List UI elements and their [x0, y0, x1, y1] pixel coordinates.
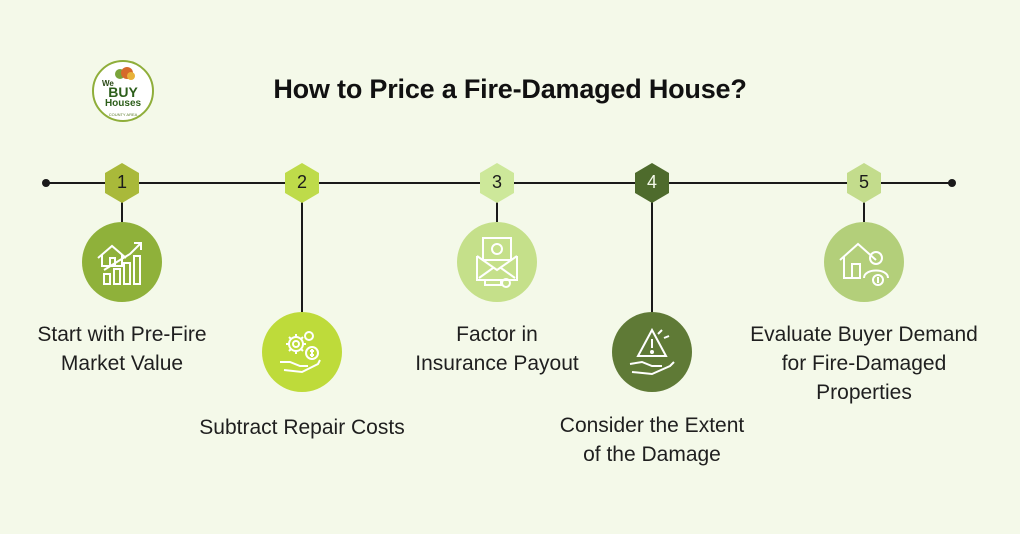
house-growth-chart-icon [97, 242, 142, 285]
timeline-start-dot [42, 179, 50, 187]
gears-money-hand-icon [280, 331, 321, 374]
step-3-circle [457, 222, 537, 302]
company-logo: We BUY Houses COUNTY AREA [92, 60, 154, 122]
step-2-circle [262, 312, 342, 392]
step-4-label-line-2: of the Damage [583, 443, 721, 466]
logo-line-1: We [102, 79, 114, 88]
logo-tagline: COUNTY AREA [108, 112, 138, 117]
step-4-hexagon [635, 163, 669, 203]
step-5-label-line-3: Properties [816, 381, 912, 404]
step-4-number: 4 [646, 172, 657, 192]
warning-hand-icon [629, 327, 675, 376]
money-envelope-icon [476, 237, 518, 288]
step-4-label: Consider the Extent of the Damage [522, 411, 782, 469]
step-5-number: 5 [858, 172, 869, 192]
step-5-label: Evaluate Buyer Demand for Fire-Damaged P… [724, 320, 1004, 407]
step-2-label: Subtract Repair Costs [170, 413, 434, 442]
step-1-hexagon [105, 163, 139, 203]
step-3-label-line-1: Factor in [456, 323, 538, 346]
step-2-hexagon [285, 163, 319, 203]
logo-line-3: Houses [104, 98, 142, 109]
step-4-circle [612, 312, 692, 392]
step-5-label-line-2: for Fire-Damaged [781, 352, 947, 375]
step-3-label-line-2: Insurance Payout [415, 352, 579, 375]
timeline-end-dot [948, 179, 956, 187]
step-1-label: Start with Pre-Fire Market Value [2, 320, 242, 378]
tree-icon [115, 67, 135, 80]
house-buyer-icon [839, 242, 889, 286]
step-3-hexagon [480, 163, 514, 203]
step-5-circle [824, 222, 904, 302]
logo-line-2: BUY [108, 84, 138, 100]
step-1-label-line-2: Market Value [60, 352, 184, 375]
step-3-number: 3 [491, 172, 502, 192]
step-1-number: 1 [116, 172, 127, 192]
step-1-circle [82, 222, 162, 302]
step-3-label: Factor in Insurance Payout [377, 320, 617, 378]
step-2-number: 2 [296, 172, 307, 192]
step-4-label-line-1: Consider the Extent [559, 414, 745, 437]
step-5-hexagon [847, 163, 881, 203]
step-5-label-line-1: Evaluate Buyer Demand [750, 323, 978, 346]
step-2-label-line-1: Subtract Repair Costs [199, 416, 405, 439]
page-title: How to Price a Fire-Damaged House? [273, 74, 747, 104]
step-1-label-line-1: Start with Pre-Fire [37, 323, 207, 346]
